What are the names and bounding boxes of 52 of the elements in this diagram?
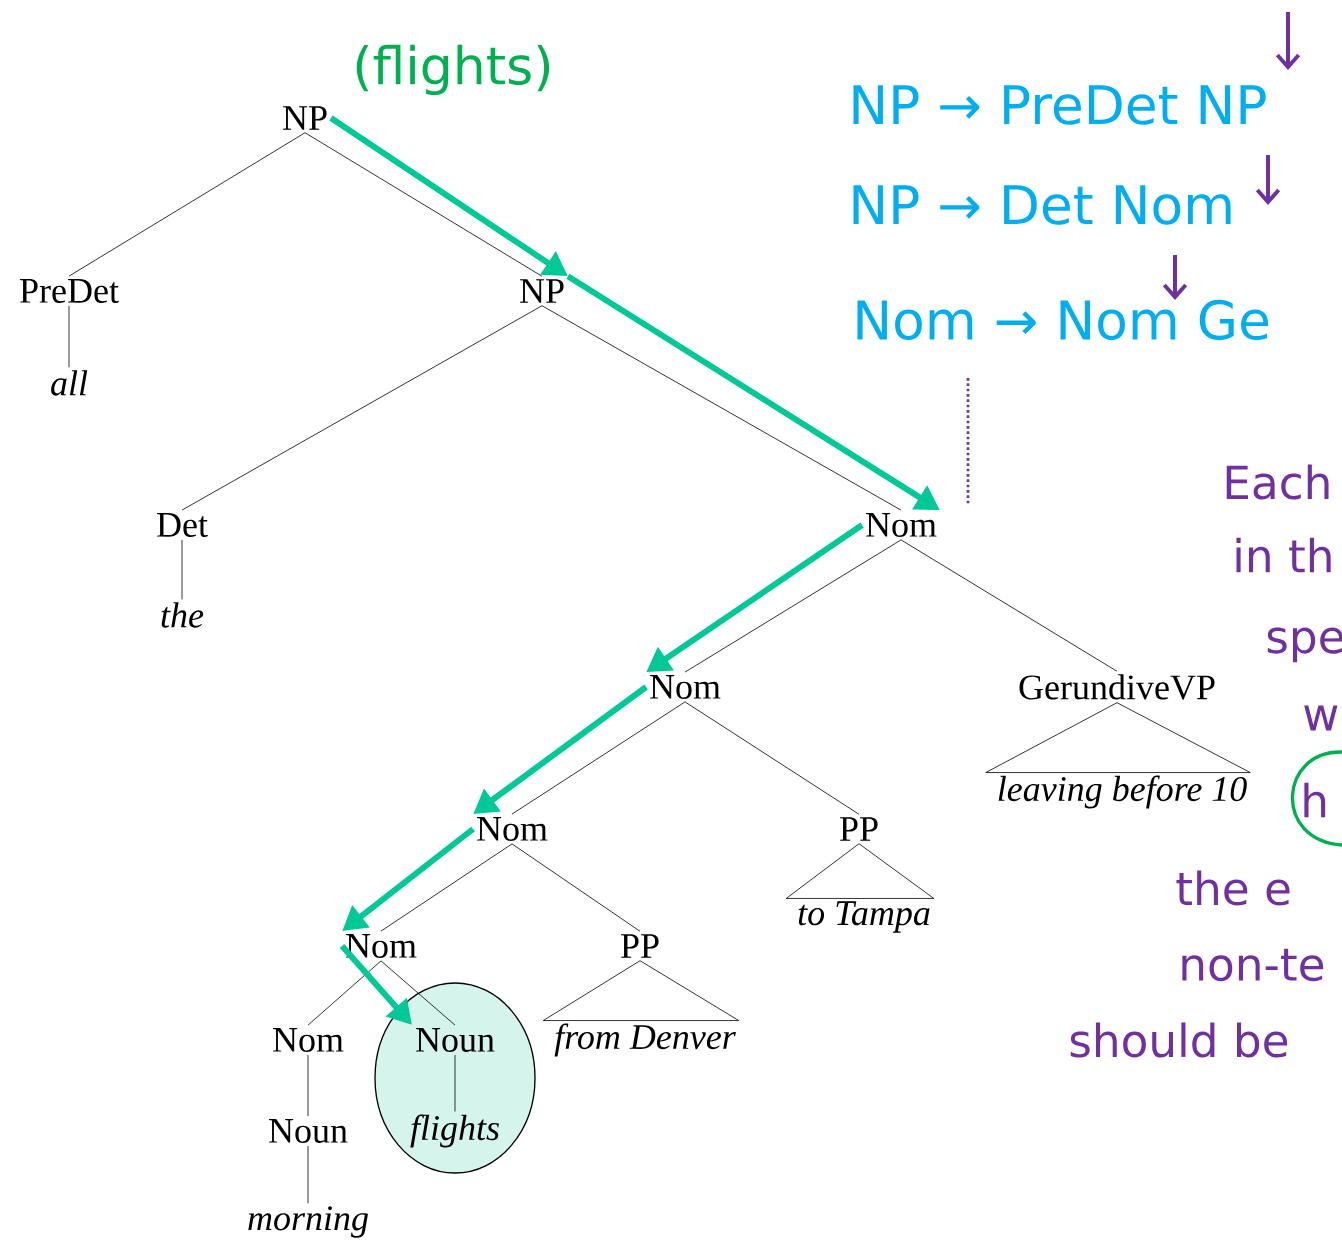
branch-line	[380, 843, 513, 932]
handwritten-note: Nom → Nom Ge	[857, 299, 1269, 341]
tree-label: PP	[840, 817, 878, 841]
handwritten-note: Each	[1226, 464, 1329, 500]
tree-label: NP	[283, 106, 327, 130]
word-label: the	[161, 602, 204, 628]
branch-line	[380, 960, 456, 1026]
handwritten-note: NP → PreDet NP	[853, 85, 1266, 125]
word-label: flights	[410, 1114, 499, 1148]
word-label: to Tampa	[798, 901, 930, 933]
branch-line	[307, 960, 382, 1026]
handwritten-note: (flights)	[356, 44, 550, 96]
branch-line	[304, 132, 543, 277]
word-label: all	[51, 370, 88, 396]
branch-line	[511, 701, 686, 815]
triangle-branch	[542, 960, 740, 1021]
branch-line	[684, 701, 860, 815]
branch-line	[541, 305, 902, 511]
tree-label: Nom	[273, 1028, 344, 1052]
tree-label: PreDet	[20, 279, 119, 303]
branch-line	[684, 539, 902, 673]
tree-label: Nom	[346, 934, 417, 958]
branch-line	[511, 843, 641, 932]
branch-line	[454, 1054, 456, 1112]
branch-line	[181, 539, 183, 600]
tree-label: Nom	[650, 675, 721, 699]
tree-label: Noun	[416, 1028, 495, 1052]
tree-label: Noun	[269, 1119, 348, 1143]
handwritten-note: h	[1304, 782, 1326, 818]
branch-line	[307, 1145, 309, 1204]
handwritten-note: should be	[1070, 1022, 1288, 1058]
tree-label: GerundiveVP	[1019, 674, 1215, 700]
handwritten-note: NP → Det Nom	[853, 185, 1231, 225]
branch-line	[900, 539, 1118, 672]
tree-label: Nom	[477, 817, 548, 841]
tree-label: PP	[621, 934, 659, 958]
handwritten-note: w	[1304, 705, 1338, 731]
handwritten-note: in th	[1236, 537, 1331, 573]
branch-line	[307, 1054, 309, 1117]
word-label: morning	[248, 1206, 368, 1238]
tree-label: NP	[520, 279, 564, 303]
handwritten-note: non-te	[1182, 948, 1324, 982]
tree-label: Det	[157, 513, 208, 537]
tree-label: Nom	[866, 513, 937, 537]
triangle-branch	[985, 702, 1251, 773]
branch-line	[68, 305, 70, 368]
branch-line	[181, 305, 543, 511]
handwritten-note: the e	[1176, 870, 1290, 906]
word-label: from Denver	[554, 1023, 736, 1057]
triangle-branch	[785, 843, 935, 899]
branch-line	[68, 132, 306, 277]
word-label: leaving before 10	[998, 775, 1247, 809]
